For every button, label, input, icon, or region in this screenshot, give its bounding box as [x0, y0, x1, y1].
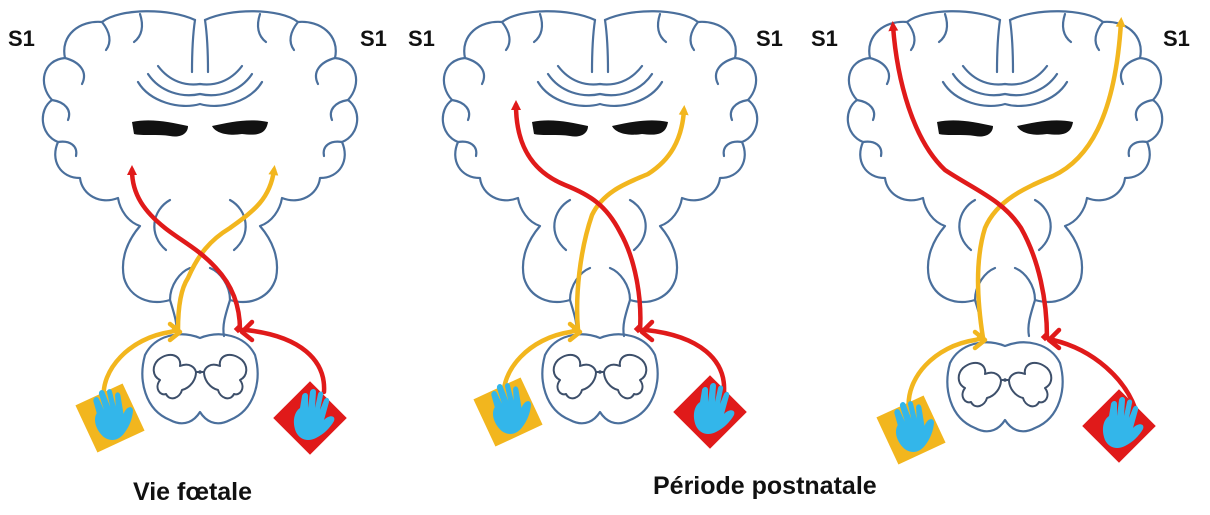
panel-postnatal-early: S1 S1	[408, 11, 783, 454]
ventricle-left	[937, 120, 993, 136]
caption-postnatal: Période postnatale	[653, 472, 877, 501]
s1-label-left: S1	[811, 26, 838, 51]
yellow-hand-square	[472, 375, 542, 447]
s1-label-left: S1	[408, 26, 435, 51]
ventricle-right	[612, 120, 668, 134]
panel-fetal: S1 S1	[8, 11, 387, 460]
s1-label-right: S1	[360, 26, 387, 51]
yellow-pathway	[909, 22, 1121, 410]
red-hand-square	[668, 363, 759, 454]
yellow-pathway	[504, 110, 684, 400]
spinal-cord-section	[542, 334, 657, 423]
brain-outline	[43, 11, 357, 336]
ventricle-right	[212, 120, 268, 134]
red-pathway	[516, 105, 724, 392]
ventricle-right	[1017, 120, 1073, 134]
yellow-hand-square	[875, 393, 945, 465]
spinal-cord-section	[142, 334, 257, 423]
red-hand-square	[268, 369, 359, 460]
s1-label-right: S1	[756, 26, 783, 51]
brain-outline	[443, 11, 757, 336]
red-pathway	[893, 26, 1135, 408]
s1-label-left: S1	[8, 26, 35, 51]
spinal-cord-section	[947, 342, 1062, 431]
s1-label-right: S1	[1163, 26, 1190, 51]
red-hand-square	[1077, 377, 1168, 468]
yellow-hand-square	[74, 381, 144, 453]
ventricle-left	[132, 120, 188, 136]
caption-fetal: Vie fœtale	[133, 478, 252, 507]
ventricle-left	[532, 120, 588, 136]
panel-postnatal-late: S1 S1	[811, 11, 1190, 468]
